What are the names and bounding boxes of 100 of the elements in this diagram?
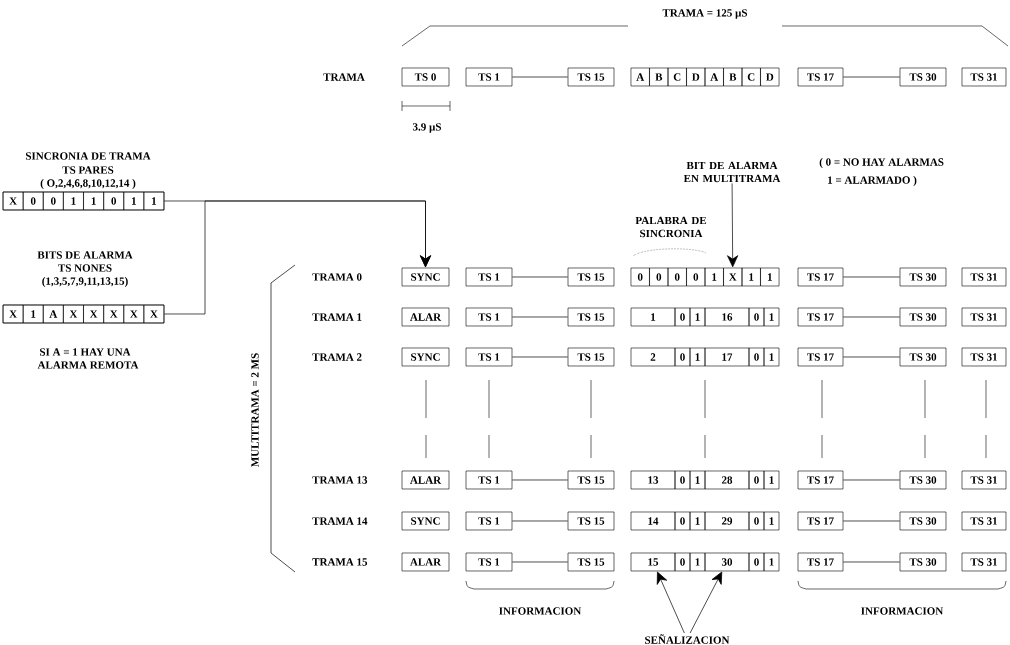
row-label: TRAMA 14	[312, 517, 368, 525]
bit-cell: 0	[674, 511, 691, 531]
bracket-label: MULTITRAMA = 2 MS	[251, 353, 259, 467]
bit-cell: 1	[63, 191, 84, 211]
bit-cell: 28	[704, 470, 750, 490]
time-slot-box: TS 30	[899, 307, 947, 327]
bit-cell: 0	[748, 552, 765, 572]
bit-cell: 1	[760, 267, 780, 287]
time-slot-box: TS 15	[567, 552, 615, 572]
bit-cell: 0	[674, 347, 691, 367]
bit-cell: C	[667, 67, 687, 87]
time-slot-box: TS 31	[961, 307, 1007, 327]
connector-line	[511, 276, 569, 278]
heading-label: ( O,2,4,6,8,10,12,14 )	[40, 179, 136, 189]
arrow	[656, 571, 685, 634]
row-label: TRAMA 15	[312, 558, 368, 566]
heading-label: BITS DE ALARMA	[37, 251, 133, 259]
dimension-label: 3.9 µS	[412, 123, 441, 133]
note-text: ( 0 = NO HAY ALARMAS	[819, 158, 944, 168]
annotation-text: BIT DE ALARMA EN MULTITRAMA	[683, 161, 781, 183]
connector-line	[511, 316, 569, 318]
connector-line	[842, 356, 901, 358]
bit-cell: 29	[704, 511, 750, 531]
bit-cell: X	[2, 191, 24, 211]
note-text: SI A = 1 HAY UNA	[40, 348, 131, 356]
time-slot-box: TS 17	[797, 267, 844, 287]
dimension-label: TRAMA = 125 µS	[662, 9, 748, 19]
time-slot-box: TS 30	[899, 511, 947, 531]
connector-line	[842, 561, 901, 563]
frame-type-box: SYNC	[401, 267, 450, 287]
bit-cell: 1	[763, 470, 780, 490]
bit-cell: 0	[748, 470, 765, 490]
bracket-label: PALABRA DE SINCRONIA	[635, 216, 707, 238]
connector-line	[511, 479, 569, 481]
bit-cell: 1	[763, 552, 780, 572]
note-text: 1 = ALARMADO )	[828, 176, 917, 186]
time-slot-box: TS 1	[465, 267, 513, 287]
bracket-label: INFORMACION	[499, 607, 582, 615]
bit-cell: 13	[630, 470, 676, 490]
time-slot-box: TS 17	[797, 347, 844, 367]
connector-line	[842, 76, 901, 78]
time-slot-box: TS 0	[401, 67, 450, 87]
bit-cell: 1	[741, 267, 761, 287]
bit-cell: 1	[143, 191, 165, 211]
time-slot-box: TS 30	[899, 347, 947, 367]
bit-cell: 2	[630, 347, 676, 367]
frame-type-box: ALAR	[401, 552, 450, 572]
time-slot-box: TS 31	[961, 267, 1007, 287]
time-slot-box: TS 30	[899, 470, 947, 490]
bit-cell: 0	[42, 191, 64, 211]
bit-cell: 30	[704, 552, 750, 572]
bit-cell: 1	[689, 470, 706, 490]
bit-cell: X	[123, 304, 145, 324]
time-slot-box: TS 1	[465, 470, 513, 490]
row-label: TRAMA 13	[312, 476, 368, 484]
bit-cell: X	[83, 304, 104, 324]
frame-type-box: ALAR	[401, 470, 450, 490]
note-text: ALARMA REMOTA	[37, 361, 139, 369]
bit-cell: 0	[674, 470, 691, 490]
bit-cell: 0	[748, 511, 765, 531]
time-slot-box: TS 17	[797, 307, 844, 327]
time-slot-box: TS 31	[961, 470, 1007, 490]
connector-line	[842, 479, 901, 481]
frame-type-box: ALAR	[401, 307, 450, 327]
bit-cell: 17	[704, 347, 750, 367]
time-slot-box: TS 31	[961, 347, 1007, 367]
bit-cell: 1	[630, 307, 676, 327]
heading-label: TS PARES	[62, 166, 114, 174]
bit-cell: B	[649, 67, 669, 87]
connector-line	[511, 76, 569, 78]
time-slot-box: TS 15	[567, 267, 615, 287]
time-slot-box: TS 15	[567, 470, 615, 490]
arrow	[163, 200, 432, 315]
bit-cell: 1	[22, 304, 44, 324]
heading-label: SINCRONIA DE TRAMA	[25, 152, 151, 160]
row-label: TRAMA 1	[312, 313, 362, 321]
time-slot-box: TS 1	[465, 511, 513, 531]
bit-cell: 0	[22, 191, 44, 211]
arrow	[689, 571, 723, 634]
time-slot-box: TS 1	[465, 347, 513, 367]
connector-line	[842, 276, 901, 278]
bit-cell: 1	[704, 267, 724, 287]
bit-cell: 0	[748, 307, 765, 327]
time-slot-box: TS 31	[961, 67, 1007, 87]
bit-cell: A	[42, 304, 64, 324]
arrow	[727, 183, 739, 268]
bit-cell: 0	[103, 191, 125, 211]
bit-cell: X	[63, 304, 84, 324]
frame-type-box: SYNC	[401, 511, 450, 531]
time-slot-box: TS 30	[899, 67, 947, 87]
bit-cell: 1	[83, 191, 104, 211]
time-slot-box: TS 17	[797, 67, 844, 87]
connector-line	[511, 561, 569, 563]
bit-cell: A	[630, 67, 650, 87]
bit-cell: 1	[689, 307, 706, 327]
bit-cell: D	[760, 67, 780, 87]
bit-cell: 0	[674, 307, 691, 327]
annotation-text: SEÑALIZACION	[645, 634, 730, 644]
bit-cell: A	[704, 67, 724, 87]
time-slot-box: TS 17	[797, 470, 844, 490]
